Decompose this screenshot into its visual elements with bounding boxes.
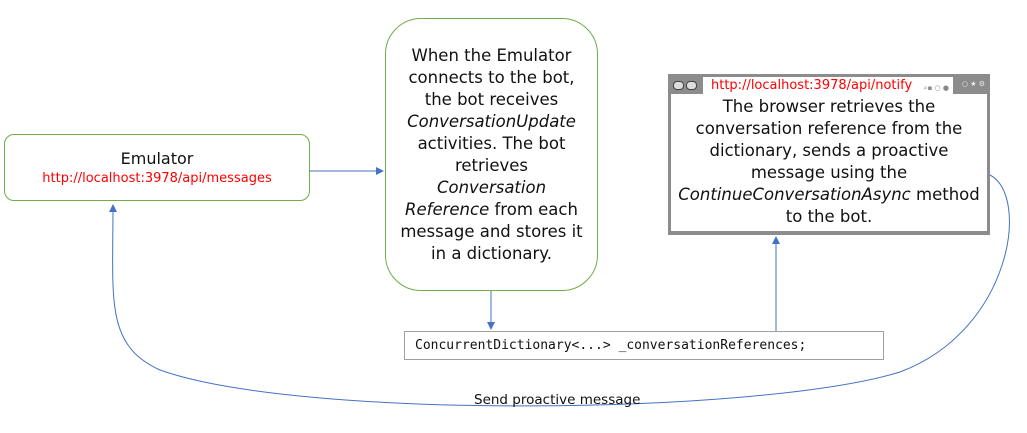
emulator-title: Emulator bbox=[120, 149, 194, 168]
address-tools-icon: ⌕▪ ○ ● bbox=[923, 84, 949, 92]
back-icon bbox=[673, 81, 684, 90]
address-bar: http://localhost:3978/api/notify ⌕▪ ○ ● bbox=[703, 77, 953, 94]
browser-text: The browser retrieves the conversation r… bbox=[695, 97, 963, 182]
bot-text: When the Emulator connects to the bot, t… bbox=[408, 45, 575, 109]
browser-url: http://localhost:3978/api/notify bbox=[711, 78, 913, 93]
bot-text-reference: Conversation Reference bbox=[405, 177, 547, 219]
arrow-browser-to-emulator bbox=[108, 174, 1010, 407]
browser-window: http://localhost:3978/api/notify ⌕▪ ○ ● ○… bbox=[668, 74, 990, 235]
window-controls-icon: ○ ★ ⚙ bbox=[961, 80, 985, 88]
emulator-url: http://localhost:3978/api/messages bbox=[42, 171, 272, 186]
bot-text: activities. The bot retrieves bbox=[417, 133, 566, 175]
bot-description: When the Emulator connects to the bot, t… bbox=[400, 45, 583, 265]
bot-text-activity: ConversationUpdate bbox=[407, 111, 576, 131]
bot-box: When the Emulator connects to the bot, t… bbox=[385, 18, 598, 291]
browser-content: The browser retrieves the conversation r… bbox=[671, 94, 987, 231]
browser-method: ContinueConversationAsync bbox=[678, 185, 911, 204]
forward-icon bbox=[686, 81, 697, 90]
code-text: ConcurrentDictionary<...> _conversationR… bbox=[415, 338, 807, 353]
edge-label: Send proactive message bbox=[474, 392, 641, 408]
dictionary-code-box: ConcurrentDictionary<...> _conversationR… bbox=[404, 331, 884, 360]
browser-toolbar: http://localhost:3978/api/notify ⌕▪ ○ ● ○… bbox=[671, 77, 987, 94]
browser-text: method to the bot. bbox=[785, 185, 980, 226]
bot-text: from each message and stores it in a dic… bbox=[400, 199, 583, 263]
emulator-box: Emulator http://localhost:3978/api/messa… bbox=[4, 134, 310, 201]
